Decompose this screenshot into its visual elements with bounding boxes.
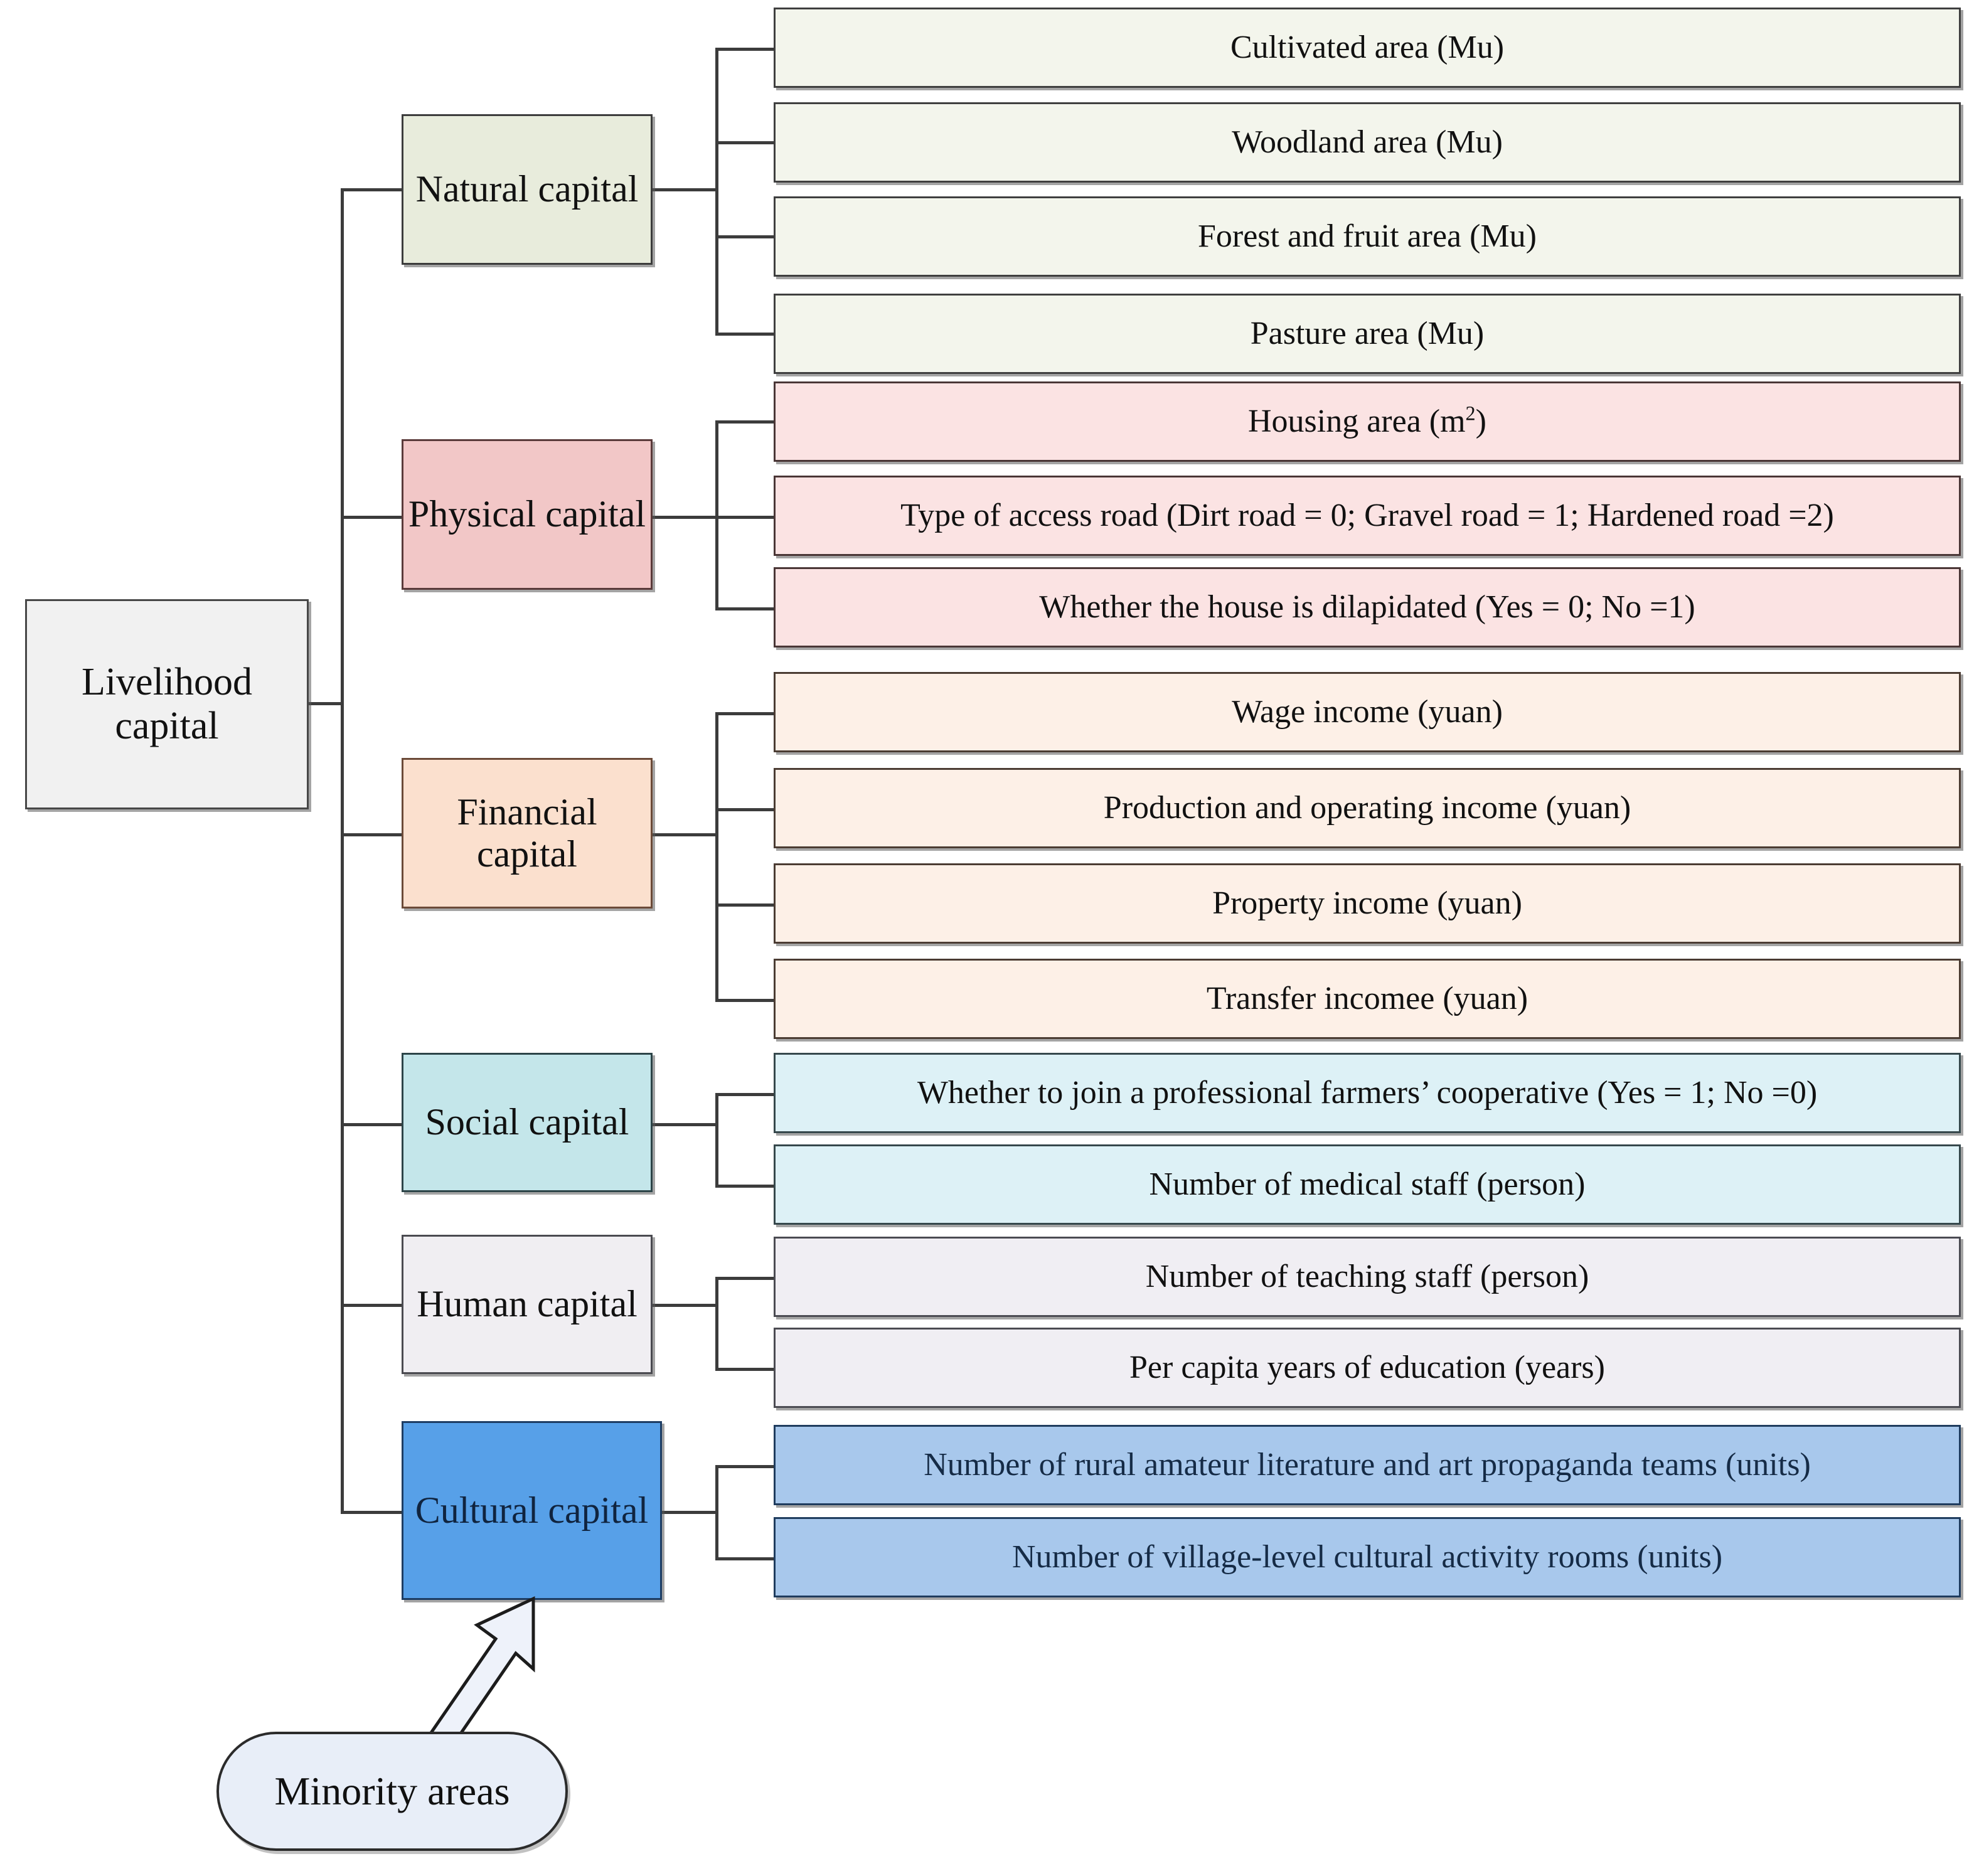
- physical-out-line: [653, 516, 718, 519]
- financial-comb-vertical: [715, 712, 718, 1001]
- cultural-comb-vertical: [715, 1465, 718, 1559]
- leaf-label: Number of teaching staff (person): [1145, 1258, 1589, 1294]
- leaf-type-of-access-road[interactable]: Type of access road (Dirt road = 0; Grav…: [774, 476, 1961, 556]
- leaf-label: Number of rural amateur literature and a…: [924, 1446, 1811, 1483]
- social-leaf-line-1: [715, 1093, 776, 1096]
- leaf-woodland-area[interactable]: Woodland area (Mu): [774, 102, 1961, 183]
- leaf-transfer-income[interactable]: Transfer incomee (yuan): [774, 959, 1961, 1039]
- leaf-village-cultural-activity-rooms[interactable]: Number of village-level cultural activit…: [774, 1517, 1961, 1597]
- leaf-label: Number of medical staff (person): [1149, 1166, 1586, 1202]
- leaf-wage-income[interactable]: Wage income (yuan): [774, 672, 1961, 752]
- leaf-label: Woodland area (Mu): [1232, 124, 1503, 160]
- natural-out-line: [653, 188, 718, 191]
- leaf-production-operating-income[interactable]: Production and operating income (yuan): [774, 768, 1961, 848]
- leaf-number-of-teaching-staff[interactable]: Number of teaching staff (person): [774, 1237, 1961, 1317]
- leaf-label: Pasture area (Mu): [1250, 315, 1485, 351]
- social-out-line: [653, 1123, 718, 1126]
- natural-comb-vertical: [715, 48, 718, 336]
- trunk-to-financial-line: [341, 833, 402, 836]
- natural-leaf-line-1: [715, 48, 776, 51]
- human-leaf-line-1: [715, 1277, 776, 1280]
- leaf-house-dilapidated[interactable]: Whether the house is dilapidated (Yes = …: [774, 567, 1961, 648]
- leaf-label: Cultivated area (Mu): [1230, 29, 1505, 65]
- leaf-label: Forest and fruit area (Mu): [1197, 218, 1537, 254]
- trunk-to-cultural-line: [341, 1511, 402, 1514]
- leaf-join-farmers-cooperative[interactable]: Whether to join a professional farmers’ …: [774, 1053, 1961, 1133]
- node-natural-capital-label: Natural capital: [415, 168, 639, 210]
- physical-leaf-line-1: [715, 420, 776, 424]
- cultural-leaf-line-1: [715, 1465, 776, 1468]
- cultural-out-line: [662, 1511, 718, 1514]
- node-financial-capital-label: Financial capital: [457, 791, 597, 875]
- natural-leaf-line-3: [715, 235, 776, 238]
- physical-comb-vertical: [715, 420, 718, 609]
- physical-leaf-line-2: [715, 516, 776, 519]
- leaf-pasture-area[interactable]: Pasture area (Mu): [774, 294, 1961, 374]
- financial-out-line: [653, 833, 718, 836]
- financial-leaf-line-3: [715, 903, 776, 907]
- leaf-label: Whether to join a professional farmers’ …: [917, 1074, 1818, 1111]
- node-minority-areas-label: Minority areas: [274, 1769, 510, 1813]
- leaf-property-income[interactable]: Property income (yuan): [774, 863, 1961, 944]
- human-out-line: [653, 1304, 718, 1307]
- node-human-capital[interactable]: Human capital: [402, 1235, 653, 1374]
- financial-leaf-line-4: [715, 999, 776, 1002]
- node-social-capital-label: Social capital: [425, 1101, 629, 1143]
- financial-leaf-line-1: [715, 712, 776, 715]
- physical-leaf-line-3: [715, 607, 776, 610]
- social-leaf-line-2: [715, 1185, 776, 1188]
- leaf-label: Number of village-level cultural activit…: [1011, 1538, 1723, 1575]
- node-minority-areas[interactable]: Minority areas: [216, 1732, 568, 1851]
- superscript-two: 2: [1465, 402, 1476, 425]
- node-physical-capital[interactable]: Physical capital: [402, 439, 653, 590]
- node-human-capital-label: Human capital: [417, 1283, 637, 1325]
- human-comb-vertical: [715, 1277, 718, 1370]
- leaf-housing-area[interactable]: Housing area (m2): [774, 381, 1961, 462]
- leaf-label-tail: ): [1475, 403, 1486, 439]
- node-livelihood-capital[interactable]: Livelihood capital: [25, 599, 309, 809]
- leaf-per-capita-years-of-education[interactable]: Per capita years of education (years): [774, 1328, 1961, 1408]
- node-financial-capital[interactable]: Financial capital: [402, 758, 653, 909]
- human-leaf-line-2: [715, 1368, 776, 1371]
- node-cultural-capital[interactable]: Cultural capital: [402, 1421, 662, 1600]
- leaf-forest-and-fruit-area[interactable]: Forest and fruit area (Mu): [774, 196, 1961, 277]
- leaf-label: Production and operating income (yuan): [1103, 789, 1631, 826]
- leaf-label: Transfer incomee (yuan): [1206, 980, 1528, 1016]
- node-natural-capital[interactable]: Natural capital: [402, 114, 653, 265]
- leaf-label: Type of access road (Dirt road = 0; Grav…: [900, 497, 1834, 533]
- trunk-to-human-line: [341, 1304, 402, 1307]
- leaf-number-of-medical-staff[interactable]: Number of medical staff (person): [774, 1144, 1961, 1225]
- node-social-capital[interactable]: Social capital: [402, 1053, 653, 1192]
- node-physical-capital-label: Physical capital: [408, 493, 646, 535]
- root-stub-line: [307, 702, 344, 705]
- node-cultural-capital-label: Cultural capital: [415, 1489, 649, 1531]
- node-livelihood-capital-label: Livelihood capital: [81, 661, 253, 747]
- financial-leaf-line-2: [715, 808, 776, 811]
- social-comb-vertical: [715, 1093, 718, 1187]
- leaf-label-text: Housing area (m: [1247, 403, 1466, 439]
- trunk-to-physical-line: [341, 516, 402, 519]
- leaf-label: Whether the house is dilapidated (Yes = …: [1039, 589, 1695, 625]
- natural-leaf-line-2: [715, 141, 776, 144]
- trunk-to-natural-line: [341, 188, 402, 191]
- leaf-label: Per capita years of education (years): [1129, 1349, 1605, 1385]
- trunk-to-social-line: [341, 1123, 402, 1126]
- leaf-label: Wage income (yuan): [1232, 693, 1503, 730]
- leaf-label: Property income (yuan): [1212, 885, 1522, 921]
- trunk-vertical-line: [341, 188, 344, 1512]
- leaf-cultivated-area[interactable]: Cultivated area (Mu): [774, 8, 1961, 88]
- leaf-label: Housing area (m2): [1248, 403, 1486, 440]
- natural-leaf-line-4: [715, 333, 776, 336]
- leaf-rural-amateur-art-teams[interactable]: Number of rural amateur literature and a…: [774, 1425, 1961, 1505]
- cultural-leaf-line-2: [715, 1557, 776, 1560]
